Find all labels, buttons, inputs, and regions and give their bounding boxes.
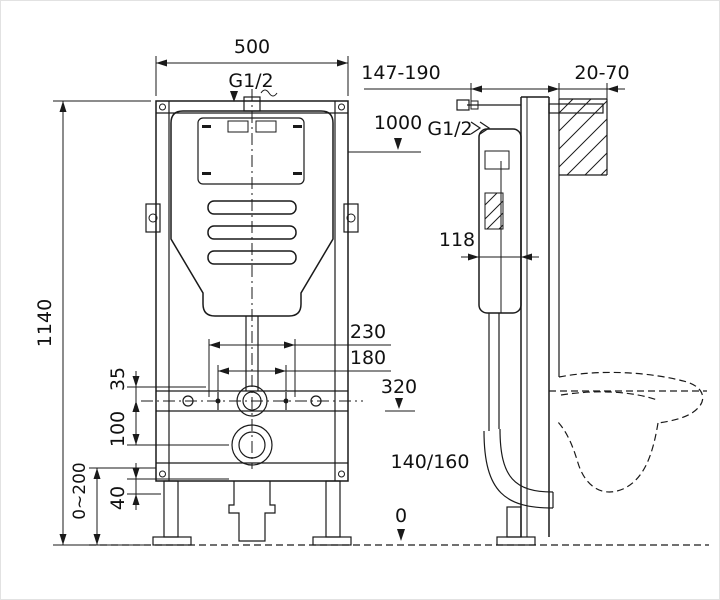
inlet-arrow-icon: [230, 91, 238, 102]
panel-slot: [202, 125, 211, 128]
dim-width-label: 500: [234, 36, 270, 58]
dim-40-label: 40: [107, 486, 129, 510]
dim-100-label: 100: [107, 411, 129, 447]
flush-mechanism: [484, 192, 504, 230]
fill-valve: [484, 150, 510, 170]
dim-depth-range-label: 147-190: [361, 62, 440, 84]
dim-cistern-depth-label: 118: [439, 229, 475, 251]
frame-screw-hole: [159, 103, 166, 111]
front-view: [141, 89, 363, 546]
wall-hatching: [558, 98, 608, 176]
water-connection: [242, 391, 262, 411]
water-squiggle-icon: [260, 89, 278, 97]
frame-screw-hole: [338, 470, 345, 478]
dim-wall-range-label: 20-70: [574, 62, 629, 84]
wall-anchor-bar: [548, 103, 604, 114]
panel-slot: [202, 172, 211, 175]
side-dimensions: 147-190 20-70 G1/2 118 140/160: [361, 62, 629, 473]
bolt: [283, 398, 289, 404]
bolt: [215, 398, 221, 404]
side-frame: [496, 96, 604, 546]
frame-screw-hole: [338, 103, 345, 111]
level-0-arrow-icon: [397, 529, 405, 541]
frame-hole: [182, 395, 194, 407]
wall-brackets: [145, 203, 359, 233]
level-0-label: 0: [395, 505, 407, 527]
inlet-front-label: G1/2: [228, 70, 273, 92]
side-view: [456, 96, 707, 546]
dim-35-label: 35: [107, 367, 129, 391]
level-1000-label: 1000: [374, 112, 422, 134]
flush-button: [227, 120, 249, 133]
dim-span-inner-label: 180: [350, 347, 386, 369]
drain-elbow: [483, 430, 554, 509]
level-320-arrow-icon: [395, 398, 403, 409]
dim-outlet-heights-label: 140/160: [391, 451, 470, 473]
inlet-side-label: G1/2: [427, 118, 472, 140]
cistern-front: [170, 96, 334, 317]
stop-valve: [456, 99, 470, 111]
panel-slot: [293, 172, 302, 175]
access-panel: [197, 117, 305, 185]
dim-height-label: 1140: [34, 299, 56, 347]
inlet-side-arrow-icon: [470, 121, 491, 135]
dim-leg-adjust-label: 0~200: [70, 462, 90, 520]
panel-slot: [293, 125, 302, 128]
drain-pipe: [228, 481, 276, 542]
adjustable-feet: [152, 480, 352, 546]
front-dimensions: 500 G1/2 1140 1000 230 180 35: [34, 36, 422, 546]
drain-outlet-front: [228, 424, 276, 542]
level-1000-arrow-icon: [394, 138, 402, 150]
side-pipes: [483, 313, 554, 509]
wall-section: [558, 98, 608, 377]
frame-hole: [310, 395, 322, 407]
side-foot: [506, 506, 522, 538]
dim-span-outer-label: 230: [350, 321, 386, 343]
cistern-side: [456, 99, 522, 314]
flush-button: [255, 120, 277, 133]
level-320-label: 320: [381, 376, 417, 398]
toilet-bowl-outline: [549, 371, 707, 493]
fixing-bolt-row: [182, 385, 322, 417]
frame-screw-hole: [159, 470, 166, 478]
flush-pipe-front: [245, 316, 259, 391]
